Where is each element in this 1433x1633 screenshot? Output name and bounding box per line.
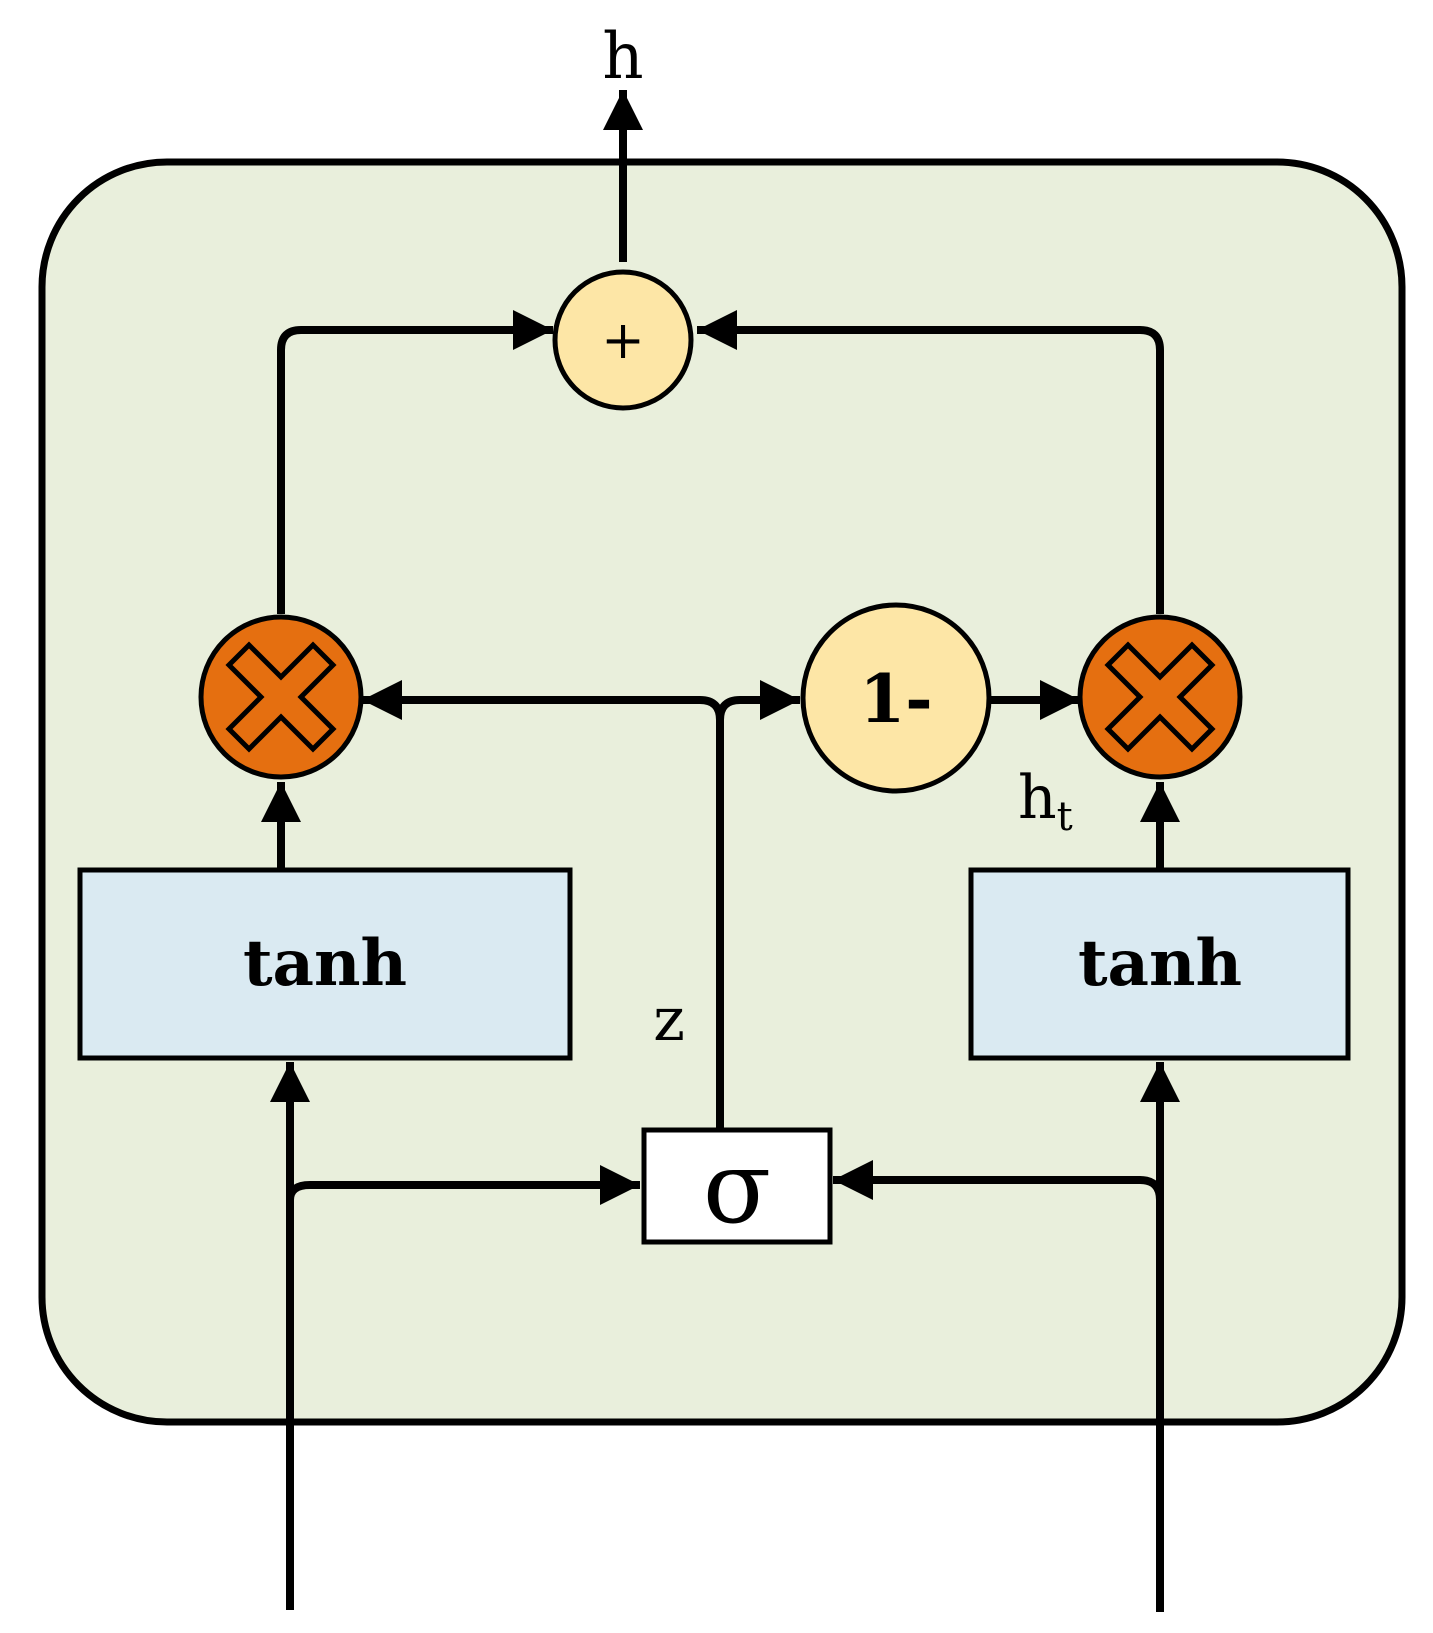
right-input-to-gate-path [833,1160,1164,1201]
hidden-state-subscript: t [1057,794,1073,840]
one-minus-label: 1- [859,660,932,738]
hidden-state-base: h [1018,763,1057,833]
sigma-gate-label: σ [703,1129,771,1246]
right-to-sum-path [697,310,1164,614]
right-multiply-node [1077,614,1243,780]
sum-node [552,269,694,411]
hidden-state-label: ht [1018,763,1073,840]
right-tanh-label: tanh [1078,926,1242,1001]
z-to-one-minus-path [716,680,800,721]
sum-label: + [601,311,645,371]
gate-signal-label: z [653,985,685,1055]
left-tanh-block [77,867,573,1061]
left-multiply-node [198,614,364,780]
left-to-sum-path [277,310,553,614]
left-input-to-gate-path [286,1165,640,1210]
one-minus-node [800,602,992,794]
right-tanh-block [968,867,1351,1061]
multiply-icon [1104,641,1216,753]
multiply-icon [225,641,337,753]
sigma-gate-block [641,1127,833,1245]
left-tanh-label: tanh [243,926,407,1001]
output-label: h [602,20,643,94]
